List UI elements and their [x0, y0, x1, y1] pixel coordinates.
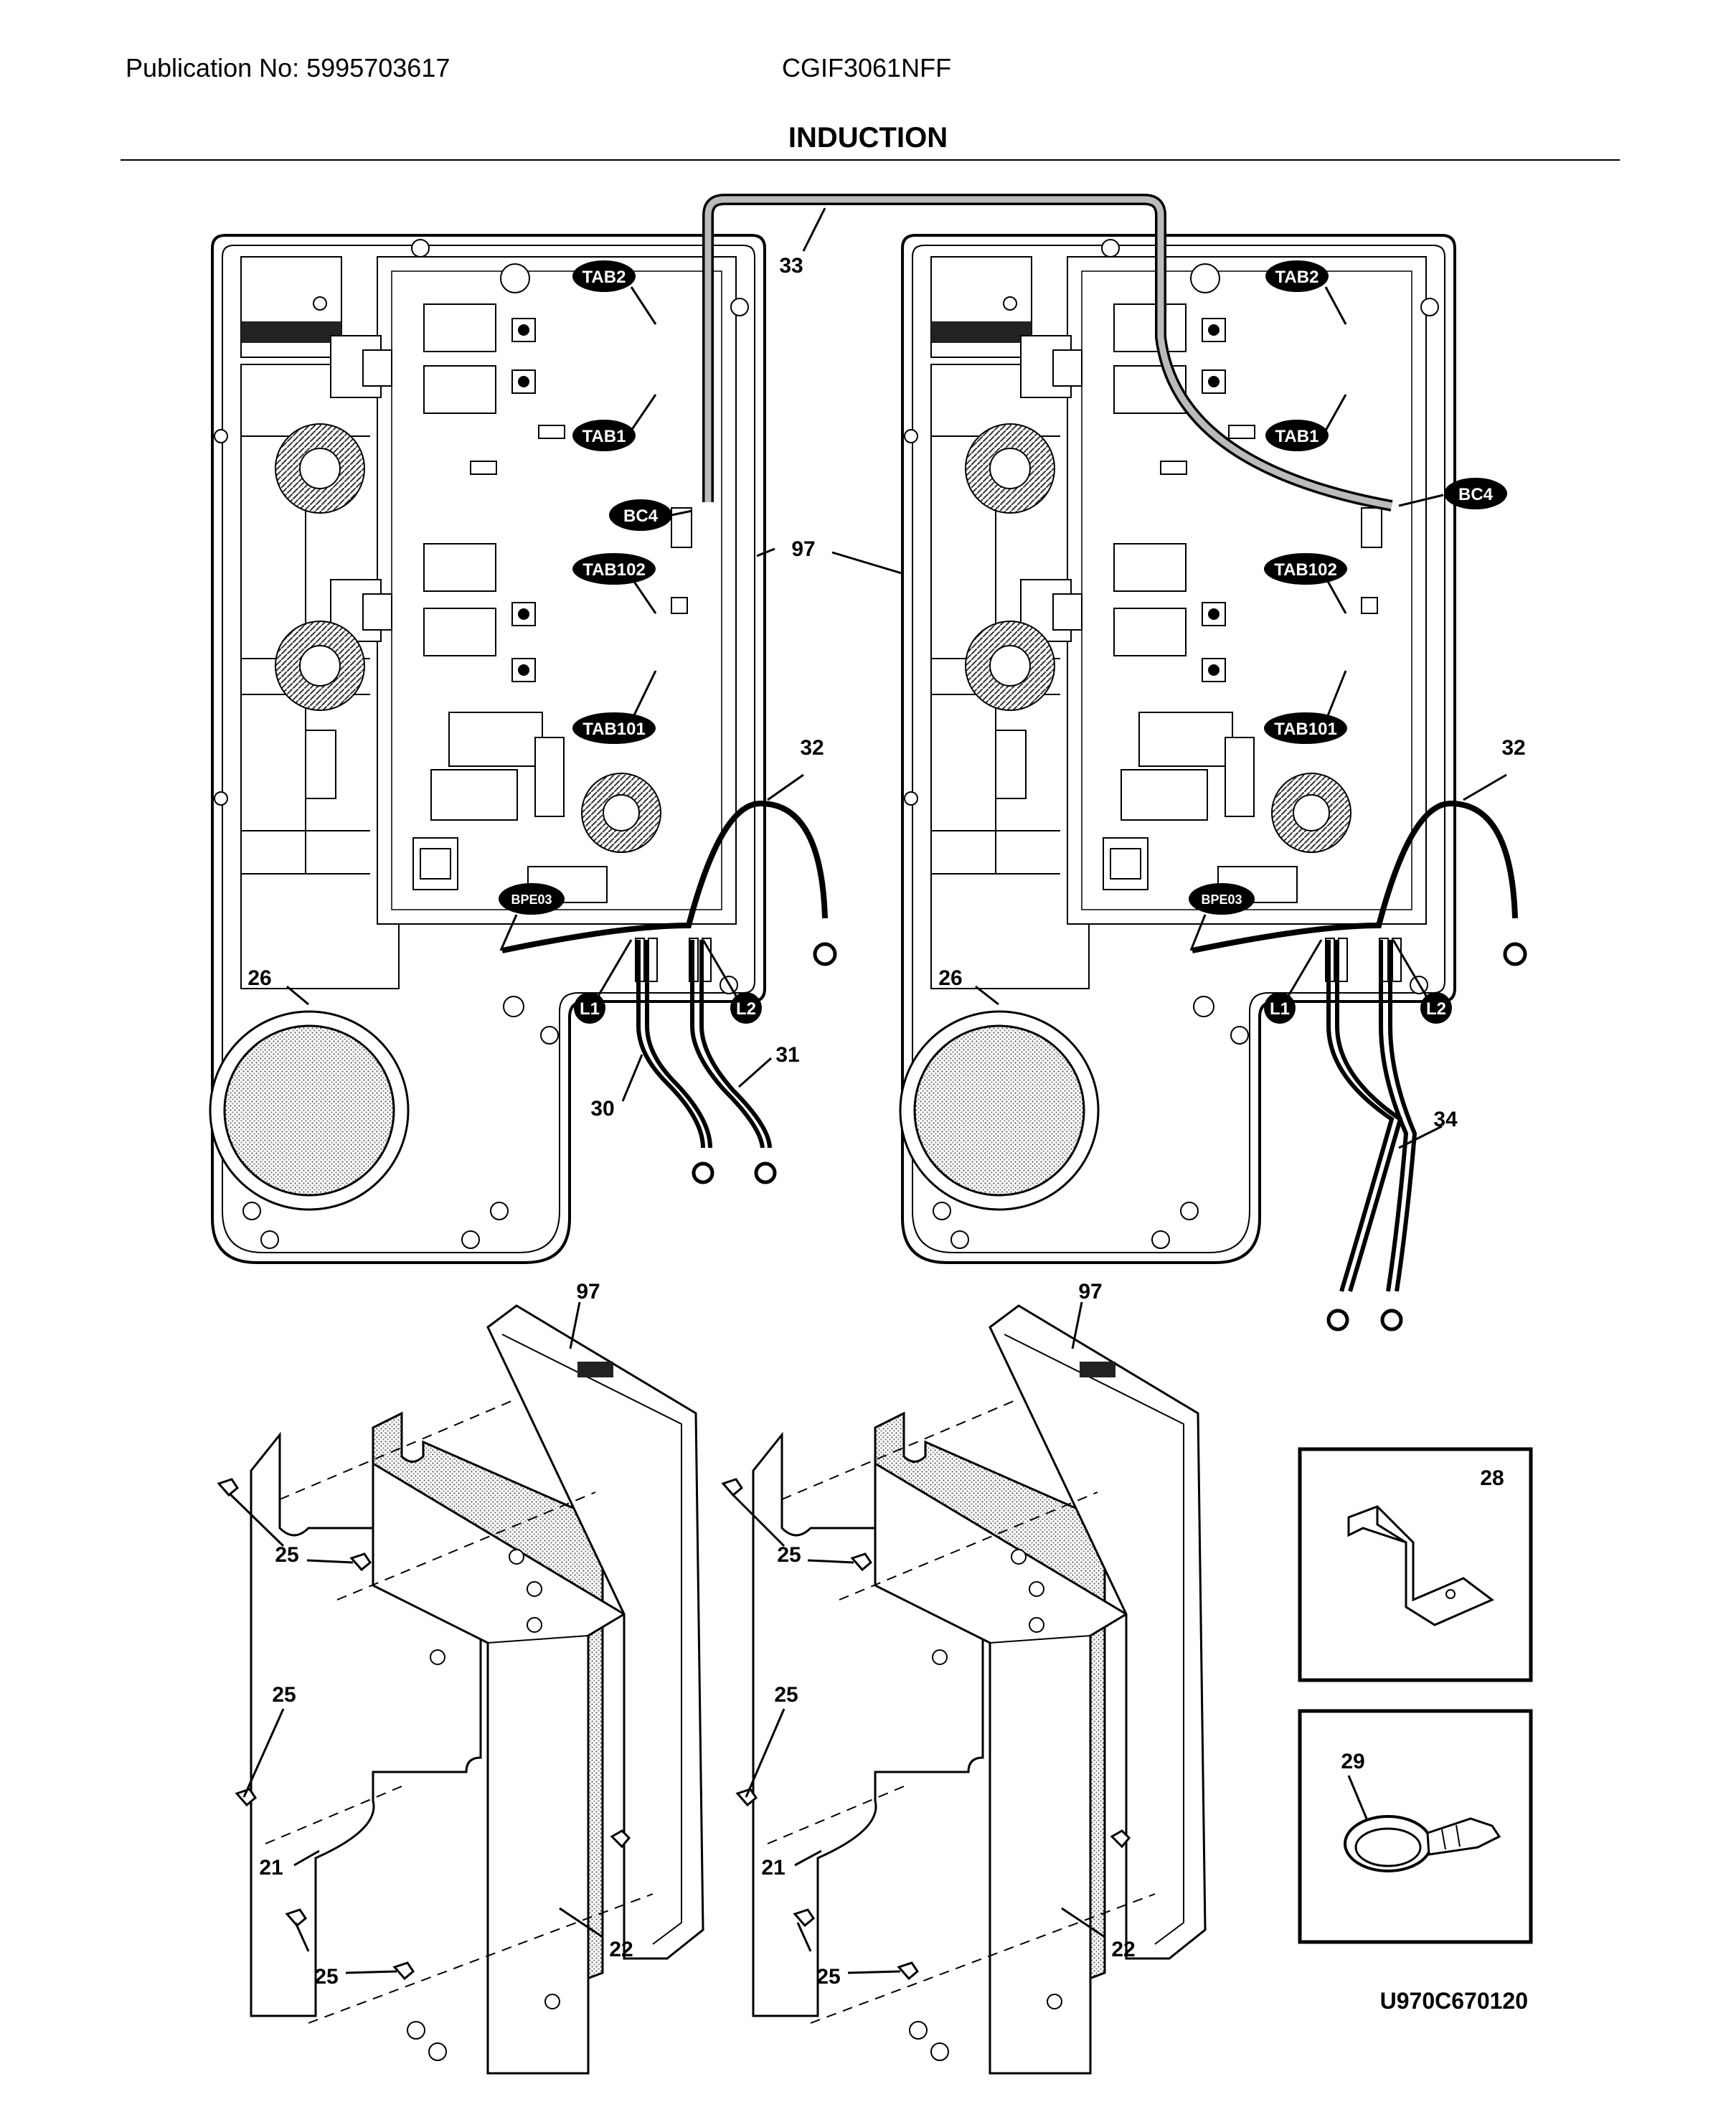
svg-text:TAB1: TAB1: [1275, 427, 1319, 446]
power-wires-34: [1326, 940, 1417, 1331]
tag-l2-right: L2: [1420, 992, 1452, 1024]
tag-l2-left: L2: [730, 992, 762, 1024]
svg-text:L2: L2: [1426, 999, 1446, 1019]
callout-25-b-left: 25: [272, 1683, 296, 1707]
svg-text:TAB101: TAB101: [1274, 720, 1337, 739]
tag-tab101-left: TAB101: [572, 712, 656, 744]
clip-25-group: [217, 1478, 1131, 1981]
callout-21-right: 21: [761, 1856, 785, 1880]
callout-31: 31: [775, 1043, 799, 1067]
power-wires-30-31: [636, 940, 777, 1184]
diagram-code: U970C670120: [1380, 1988, 1528, 2014]
svg-text:TAB101: TAB101: [582, 720, 646, 739]
shield-assembly-left: [250, 1304, 704, 2075]
tag-bc4-right: BC4: [1444, 478, 1507, 509]
ground-wire-32-right: [1192, 800, 1527, 966]
callout-32-right: 32: [1501, 736, 1525, 760]
tag-tab1-left: TAB1: [572, 420, 636, 451]
inset-part-29: 29: [1298, 1709, 1533, 1944]
model-number: CGIF3061NFF: [782, 53, 952, 83]
svg-text:TAB2: TAB2: [1275, 268, 1319, 287]
svg-text:BPE03: BPE03: [1201, 892, 1242, 907]
induction-board-left: [209, 234, 766, 1264]
callout-25-c-left: 25: [314, 1965, 338, 1989]
tag-tab102-left: TAB102: [572, 553, 656, 585]
svg-text:TAB102: TAB102: [582, 560, 646, 580]
leader-lines-top: [286, 207, 1507, 1149]
callout-25-a-right: 25: [777, 1543, 801, 1567]
publication-number: Publication No: 5995703617: [126, 53, 450, 83]
shield-assembly-right: [752, 1304, 1207, 2075]
callout-26-left: 26: [247, 966, 271, 990]
callout-22-right: 22: [1111, 1938, 1135, 1961]
header-rule: [121, 159, 1620, 161]
svg-text:TAB102: TAB102: [1274, 560, 1337, 580]
svg-text:L2: L2: [736, 999, 756, 1019]
tag-tab2-left: TAB2: [572, 260, 636, 292]
svg-text:BC4: BC4: [1458, 485, 1494, 504]
tag-l1-left: L1: [574, 992, 605, 1024]
callout-97-top: 97: [791, 537, 815, 561]
tag-tab1-right: TAB1: [1265, 420, 1329, 451]
tag-tab101-right: TAB101: [1264, 712, 1347, 744]
callout-34: 34: [1433, 1108, 1458, 1131]
callout-26-right: 26: [938, 966, 962, 990]
section-title: INDUCTION: [788, 122, 948, 154]
callout-22-left: 22: [609, 1938, 633, 1961]
callout-97-left: 97: [576, 1280, 600, 1304]
svg-text:L1: L1: [580, 999, 600, 1019]
ground-wire-32-left: [501, 800, 837, 966]
callout-21-left: 21: [259, 1856, 283, 1880]
svg-text:L1: L1: [1270, 999, 1290, 1019]
tag-bpe03-left: BPE03: [499, 883, 565, 915]
svg-text:BPE03: BPE03: [511, 892, 552, 907]
callout-30: 30: [590, 1097, 614, 1121]
tag-bpe03-right: BPE03: [1189, 883, 1255, 915]
callout-33: 33: [779, 254, 803, 278]
inset-part-28: 28: [1298, 1447, 1533, 1682]
svg-text:BC4: BC4: [623, 506, 659, 526]
callout-32-left: 32: [800, 736, 824, 760]
callout-97-right: 97: [1078, 1280, 1102, 1304]
callout-25-c-right: 25: [816, 1965, 840, 1989]
svg-text:TAB1: TAB1: [582, 427, 626, 446]
callout-25-b-right: 25: [774, 1683, 798, 1707]
leader-lines-bottom: [228, 1301, 1105, 1974]
callout-25-a-left: 25: [275, 1543, 298, 1567]
tag-bc4-left: BC4: [609, 499, 672, 531]
svg-text:TAB2: TAB2: [582, 268, 626, 287]
callout-28: 28: [1480, 1466, 1504, 1490]
tag-tab102-right: TAB102: [1264, 553, 1347, 585]
callout-29: 29: [1341, 1750, 1364, 1773]
tag-l1-right: L1: [1264, 992, 1296, 1024]
tag-tab2-right: TAB2: [1265, 260, 1329, 292]
